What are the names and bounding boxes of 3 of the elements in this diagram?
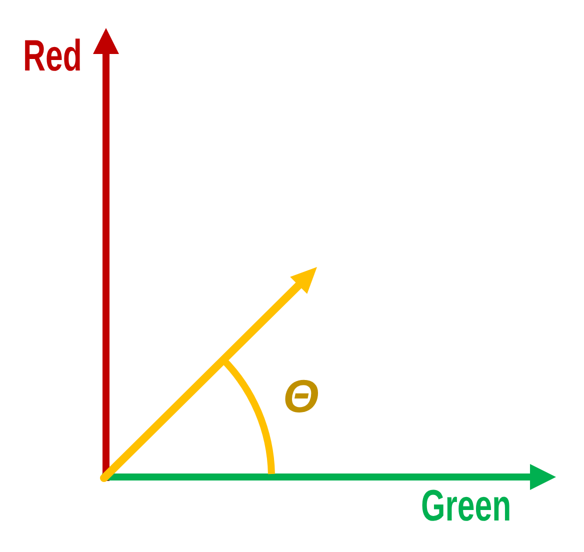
axis-label: Red	[23, 34, 82, 78]
angle-label: Θ	[283, 373, 319, 419]
axis-label: Green	[421, 484, 512, 528]
